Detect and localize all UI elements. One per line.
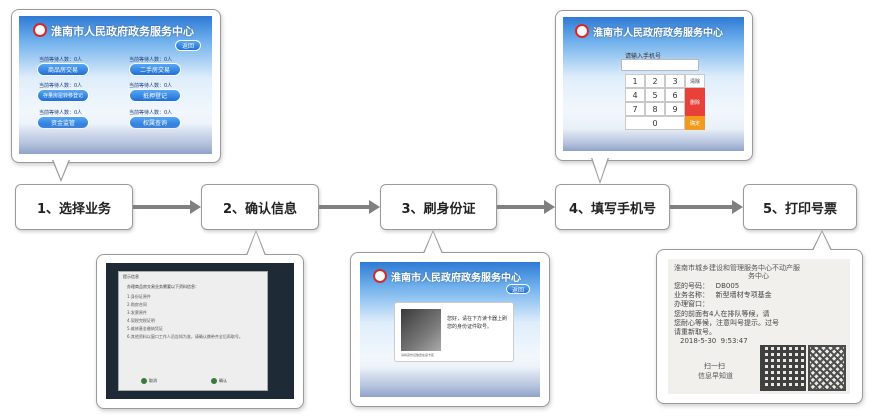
phone-input-field[interactable] xyxy=(621,59,699,71)
wait-count: 当前等待人数：0人 xyxy=(129,57,173,63)
service-button[interactable]: 抵押登记 xyxy=(129,89,181,102)
ticket-timestamp: 2018-5-30 9:53:47 xyxy=(680,337,748,345)
step-enter-phone: 4、填写手机号 xyxy=(555,184,670,230)
city-skyline-image xyxy=(563,129,744,151)
city-skyline-image xyxy=(19,124,212,154)
back-button[interactable]: 返回 xyxy=(506,284,530,294)
ticket-photo: 淮南市城乡建设和管理服务中心不动产服 务中心 您的号码： DB005 业务名称：… xyxy=(668,259,850,394)
step-select-service: 1、选择业务 xyxy=(15,184,133,230)
confirm-button[interactable]: 确认 xyxy=(211,376,241,385)
screenshot-swipe-id: 淮南市人民政府政务服务中心 返回 您好，请在下方读卡器上刷您的身份证件取号。 请… xyxy=(360,262,540,397)
key-3[interactable]: 3 xyxy=(665,74,685,88)
wait-count: 当前等待人数：0人 xyxy=(39,83,83,89)
kiosk-title: 淮南市人民政府政务服务中心 xyxy=(51,25,194,38)
qr-code-icon xyxy=(808,345,846,391)
ticket-line: 业务名称： 新型墙材专项基金 xyxy=(674,291,772,299)
key-7[interactable]: 7 xyxy=(625,102,645,116)
delete-key[interactable]: 删除 xyxy=(685,88,705,116)
requirement-item: 5.维修基金缴纳凭证 xyxy=(127,326,163,331)
confirm-label: 确认 xyxy=(219,377,227,383)
wait-count: 当前等待人数：0人 xyxy=(129,110,173,116)
dialog: 提示信息 办理商品房交易业务需要以下资料信息： 1.身份证原件 2.购房合同 3… xyxy=(118,271,268,391)
qr-caption: 信息早知道 xyxy=(698,372,733,380)
city-skyline-image xyxy=(360,367,540,397)
id-card-photo xyxy=(401,309,441,351)
cancel-icon xyxy=(141,377,147,384)
flow-arrow xyxy=(319,200,380,214)
dialog-title: 提示信息 xyxy=(123,274,139,279)
service-button[interactable]: 存量房屋转移登记 xyxy=(37,89,89,102)
requirement-item: 4.契税完税证明 xyxy=(127,318,155,323)
ticket-line: 办理窗口： xyxy=(674,300,709,308)
service-button[interactable]: 二手房交易 xyxy=(129,63,181,76)
confirm-key[interactable]: 确定 xyxy=(685,116,705,130)
requirement-item: 6.其他资料以窗口工作人员告知为准，请确认携带齐全后再取号。 xyxy=(127,334,243,339)
phone-prompt-label: 请输入手机号 xyxy=(625,53,662,60)
photo-caption: 请将身份证放置在读卡区 xyxy=(401,353,435,357)
cancel-label: 取消 xyxy=(149,377,157,383)
confirm-icon xyxy=(211,377,217,384)
flow-arrow xyxy=(670,200,743,214)
screenshot-confirm-info: 提示信息 办理商品房交易业务需要以下资料信息： 1.身份证原件 2.购房合同 3… xyxy=(106,263,294,399)
wait-count: 当前等待人数：0人 xyxy=(129,83,173,89)
ticket-line: 务中心 xyxy=(748,272,769,280)
swipe-prompt: 您好，请在下方读卡器上刷您的身份证件取号。 xyxy=(447,316,508,330)
cancel-button[interactable]: 取消 xyxy=(141,376,171,385)
kiosk-title: 淮南市人民政府政务服务中心 xyxy=(391,273,521,284)
flow-arrow xyxy=(133,200,201,214)
step-print-ticket: 5、打印号票 xyxy=(743,184,857,230)
key-4[interactable]: 4 xyxy=(625,88,645,102)
key-0[interactable]: 0 xyxy=(625,116,685,130)
requirement-item: 1.身份证原件 xyxy=(127,294,151,299)
qr-caption: 扫一扫 xyxy=(704,362,725,370)
logo-icon xyxy=(33,23,47,37)
key-5[interactable]: 5 xyxy=(645,88,665,102)
ticket-line: 请重新取号。 xyxy=(674,328,716,336)
id-card-dialog: 您好，请在下方读卡器上刷您的身份证件取号。 请将身份证放置在读卡区 xyxy=(394,302,514,362)
dialog-heading: 办理商品房交易业务需要以下资料信息： xyxy=(127,284,199,289)
kiosk-title: 淮南市人民政府政务服务中心 xyxy=(593,28,723,39)
key-2[interactable]: 2 xyxy=(645,74,665,88)
logo-icon xyxy=(373,269,387,283)
wait-count: 当前等待人数：0人 xyxy=(39,57,83,63)
key-6[interactable]: 6 xyxy=(665,88,685,102)
ticket-number: 您的号码： DB005 xyxy=(674,282,740,290)
ticket-line: 淮南市城乡建设和管理服务中心不动产服 xyxy=(674,264,800,272)
key-9[interactable]: 9 xyxy=(665,102,685,116)
requirement-item: 3.发票原件 xyxy=(127,310,147,315)
screenshot-select-service: 淮南市人民政府政务服务中心 返回 当前等待人数：0人 商品房交易 当前等待人数：… xyxy=(19,16,212,154)
key-8[interactable]: 8 xyxy=(645,102,665,116)
step-confirm-info: 2、确认信息 xyxy=(201,184,319,230)
service-button[interactable]: 商品房交易 xyxy=(37,63,89,76)
flow-arrow xyxy=(497,200,555,214)
qr-code-icon xyxy=(760,345,806,391)
screenshot-phone-keypad: 淮南市人民政府政务服务中心 请输入手机号 1 2 3 清除 4 5 6 删除 7… xyxy=(563,17,744,151)
clear-key[interactable]: 清除 xyxy=(685,74,705,88)
wait-count: 当前等待人数：0人 xyxy=(39,110,83,116)
requirement-item: 2.购房合同 xyxy=(127,302,147,307)
step-swipe-id-card: 3、刷身份证 xyxy=(380,184,497,230)
ticket-line: 您的前面有4人在排队等候，请 xyxy=(674,310,770,318)
logo-icon xyxy=(575,24,589,38)
back-button[interactable]: 返回 xyxy=(175,40,201,51)
ticket-line: 您耐心等候，注意叫号提示。过号 xyxy=(674,319,779,327)
key-1[interactable]: 1 xyxy=(625,74,645,88)
